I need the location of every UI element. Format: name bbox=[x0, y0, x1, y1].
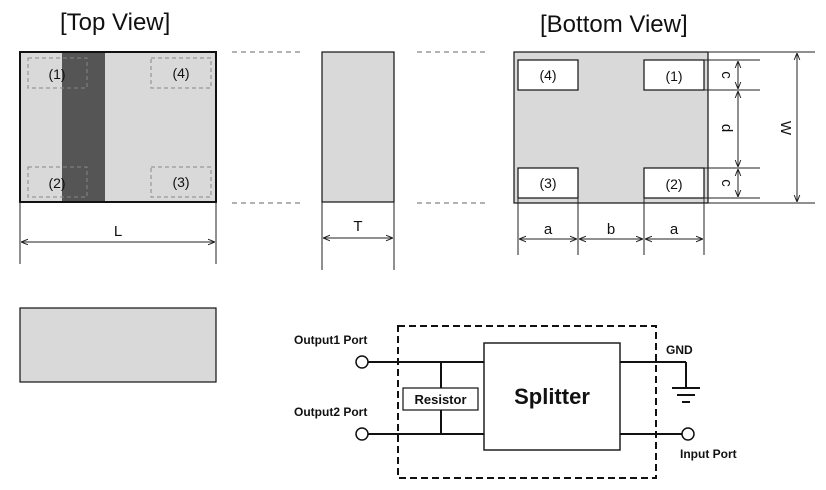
bottom-view-title: [Bottom View] bbox=[540, 11, 688, 38]
bottom-terminal-label: (2) bbox=[665, 176, 682, 192]
output2-terminal bbox=[355, 427, 369, 441]
top-view-title: [Top View] bbox=[60, 9, 170, 36]
dimension-a-b-a: a b a bbox=[517, 198, 705, 255]
resistor-box bbox=[402, 387, 479, 411]
dimension-label-b: b bbox=[607, 221, 615, 238]
top-terminal-2 bbox=[27, 166, 88, 198]
dimension-label-a: a bbox=[544, 221, 553, 238]
top-terminal-label: (3) bbox=[172, 174, 189, 190]
top-terminal-label: (4) bbox=[172, 65, 189, 81]
ground-icon bbox=[672, 387, 700, 403]
input-port-label: Input Port bbox=[680, 447, 737, 461]
bottom-terminal-2 bbox=[643, 167, 705, 199]
top-terminal-3 bbox=[150, 166, 212, 198]
side-view-long-body bbox=[19, 307, 217, 383]
dimension-label-T: T bbox=[353, 218, 362, 235]
dimension-label-d: d bbox=[718, 124, 735, 132]
top-terminal-1 bbox=[27, 57, 88, 89]
splitter-block bbox=[483, 342, 621, 451]
side-view-body bbox=[321, 51, 395, 203]
dimension-label-c: c bbox=[718, 179, 735, 187]
top-terminal-label: (1) bbox=[48, 66, 65, 82]
dimension-label-W: W bbox=[777, 121, 794, 136]
top-terminal-4 bbox=[150, 57, 212, 89]
bottom-terminal-3 bbox=[517, 167, 579, 199]
top-terminal-label: (2) bbox=[48, 175, 65, 191]
output1-terminal bbox=[355, 355, 369, 369]
bottom-terminal-label: (3) bbox=[539, 175, 556, 191]
dimension-L: L bbox=[19, 202, 217, 264]
top-view-component: (1) (4) (2) (3) bbox=[19, 51, 217, 203]
top-view-stripe bbox=[62, 53, 105, 201]
dimension-c-d-c-W: c d c W bbox=[704, 51, 815, 204]
bottom-terminal-label: (1) bbox=[665, 68, 682, 84]
output2-port-label: Output2 Port bbox=[294, 405, 367, 419]
dimension-label-L: L bbox=[114, 223, 122, 240]
top-view-body bbox=[19, 51, 217, 203]
splitter-label: Splitter bbox=[514, 384, 590, 409]
bottom-terminal-label: (4) bbox=[539, 67, 556, 83]
package-boundary bbox=[397, 325, 657, 479]
dimension-T: T bbox=[321, 202, 395, 270]
input-terminal bbox=[681, 427, 695, 441]
dimension-label-c: c bbox=[718, 71, 735, 79]
circuit-schematic: Output1 Port Output2 Port Resistor Split… bbox=[294, 325, 737, 479]
bottom-terminal-4 bbox=[517, 59, 579, 91]
dimension-label-a: a bbox=[670, 221, 679, 238]
resistor-label: Resistor bbox=[414, 392, 466, 407]
output1-port-label: Output1 Port bbox=[294, 333, 367, 347]
bottom-terminal-1 bbox=[643, 59, 705, 91]
gnd-label: GND bbox=[666, 343, 693, 357]
bottom-view-component: (4) (1) (3) (2) bbox=[513, 51, 709, 204]
